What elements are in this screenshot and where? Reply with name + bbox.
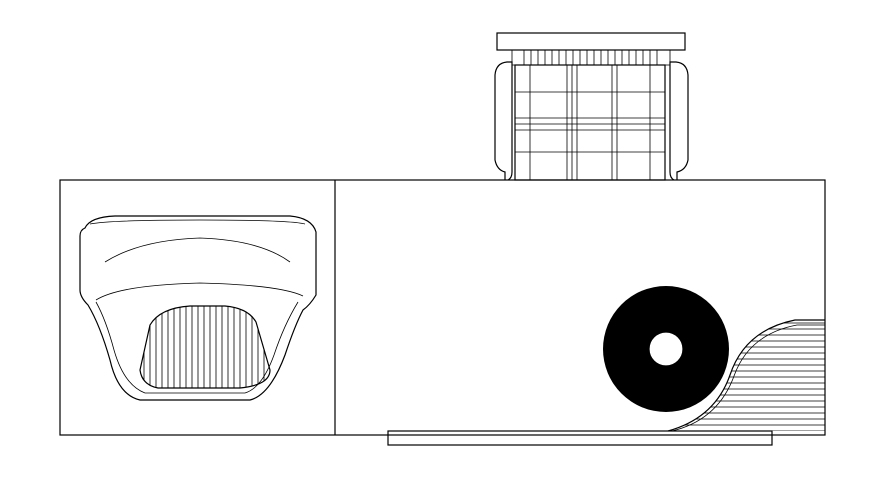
toilet-bowl-opening [139, 305, 271, 389]
base-plate-rect [387, 430, 773, 446]
toilet-inner-tank-line [89, 219, 306, 225]
toilet-seat-edge [95, 282, 304, 301]
chair-left-arm [494, 61, 513, 181]
curved-element-inner-edge [671, 324, 825, 432]
toilet-top-view [79, 215, 317, 401]
curved-element-outline [667, 319, 825, 432]
chair-right-arm [669, 61, 689, 181]
wheel [603, 286, 729, 412]
chair-back-rail [496, 32, 686, 51]
chair-back-slats [523, 50, 658, 65]
wheel-hub [648, 331, 684, 367]
chair-seat-grid [515, 65, 665, 180]
desk-rect [59, 179, 826, 436]
toilet-curve-line [104, 237, 291, 263]
chair-back-rail-inner [511, 49, 671, 66]
toilet-outer-bowl [79, 215, 317, 401]
chair-seat [514, 64, 666, 181]
chair-top-view [494, 32, 689, 181]
toilet-bowl-hatch [143, 306, 265, 388]
desk-outline [59, 179, 826, 436]
base-plate [387, 430, 773, 446]
toilet-outer-bowl-inner [95, 301, 299, 394]
